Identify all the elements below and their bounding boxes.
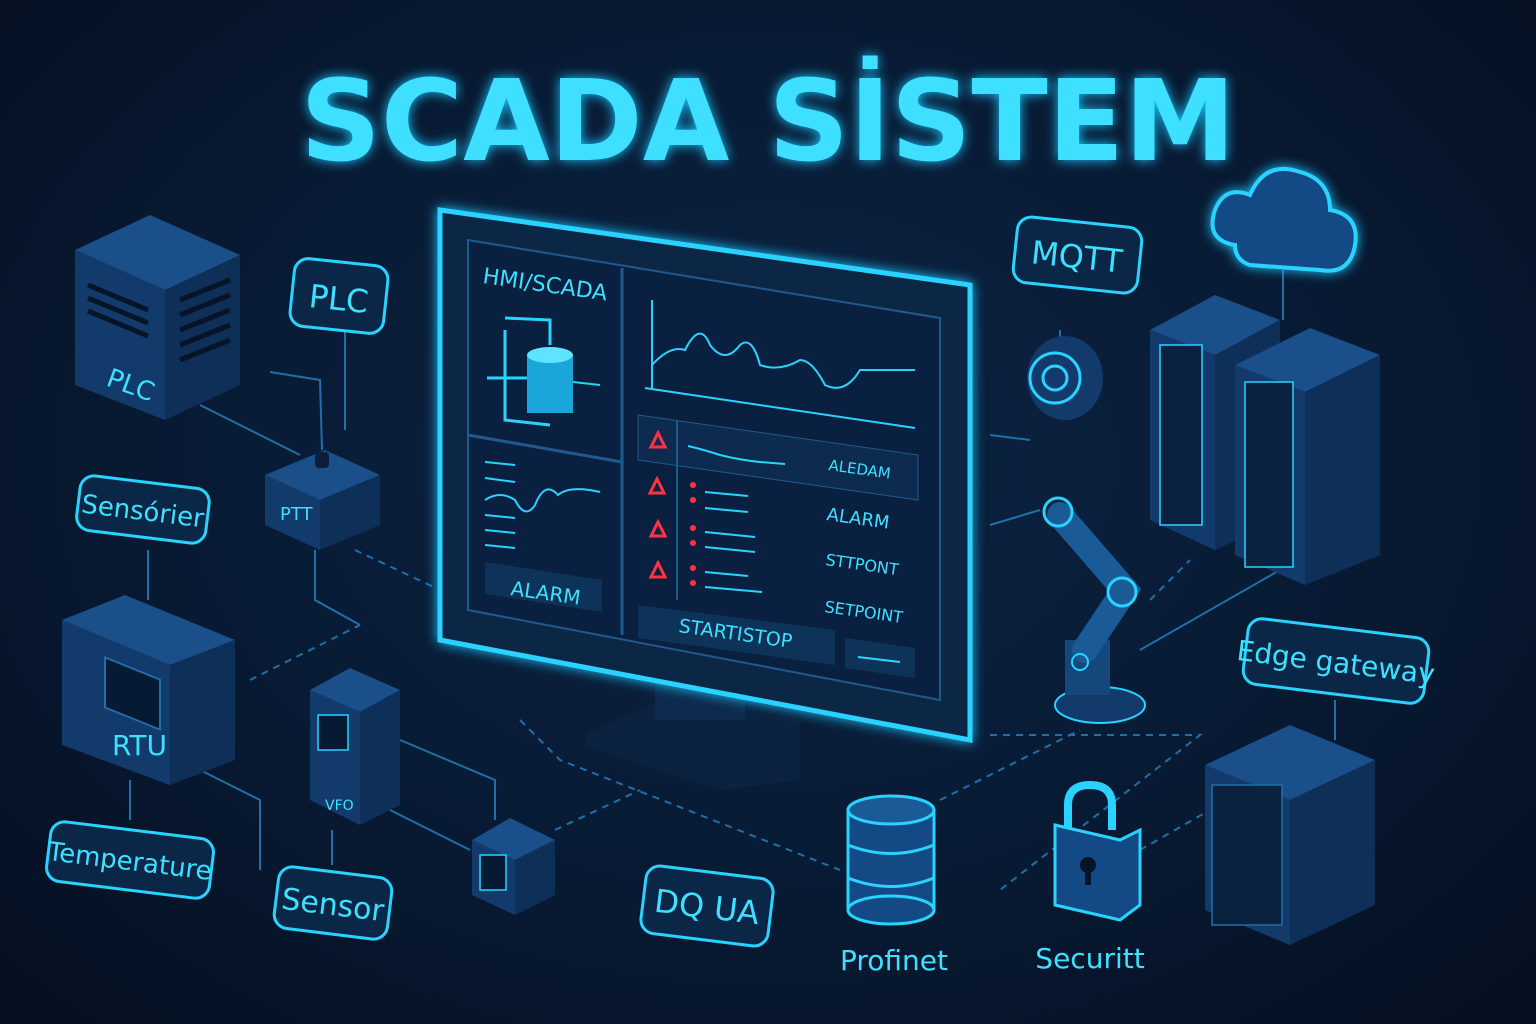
tag-sensorier: Sensórier <box>75 474 211 545</box>
warning-icon <box>648 429 668 449</box>
vfd-drive: VFO <box>310 668 400 825</box>
plc-cabinet: PLC <box>75 215 240 420</box>
mini-chart <box>484 461 601 549</box>
tag-sensor: Sensor <box>272 865 394 941</box>
lock-icon <box>1053 780 1142 922</box>
trend-chart <box>644 300 916 429</box>
camera-sensor <box>1027 336 1103 420</box>
rtu-label: RTU <box>112 729 167 762</box>
tag-plc: PLC <box>288 257 390 335</box>
page-title: SCADA SİSTEM <box>300 55 1236 187</box>
warning-icon <box>647 475 667 495</box>
cloud-icon <box>1210 166 1358 273</box>
minus-button[interactable] <box>845 638 915 678</box>
robot-arm <box>1042 496 1146 724</box>
tag-edge-gateway: Edge gateway <box>1235 617 1437 705</box>
ptt-label: PTT <box>280 504 314 525</box>
tag-plc-label: PLC <box>307 277 370 321</box>
rtu-cabinet: RTU <box>62 595 235 785</box>
tag-temperature: Temperature <box>45 820 215 900</box>
label-security: Securitt <box>1035 942 1144 975</box>
alarm-list: ALEDAM ALARM STTPONT SETPOINT <box>637 414 919 627</box>
vfd-label: VFO <box>325 798 354 814</box>
hmi-monitor: HMI/SCADA ALARM <box>437 207 973 790</box>
tag-mqtt: MQTT <box>1011 215 1144 295</box>
edge-gateway-server <box>1205 725 1375 945</box>
tag-opc-ua: DQ UA <box>639 864 775 948</box>
server-rack <box>1235 328 1380 585</box>
warning-icon <box>648 559 668 579</box>
warning-icon <box>648 518 668 538</box>
ptt-module: PTT <box>265 450 380 550</box>
tank-icon <box>487 316 601 427</box>
io-module <box>472 818 555 915</box>
database-icon <box>846 794 936 926</box>
label-profinet: Profinet <box>840 944 948 977</box>
